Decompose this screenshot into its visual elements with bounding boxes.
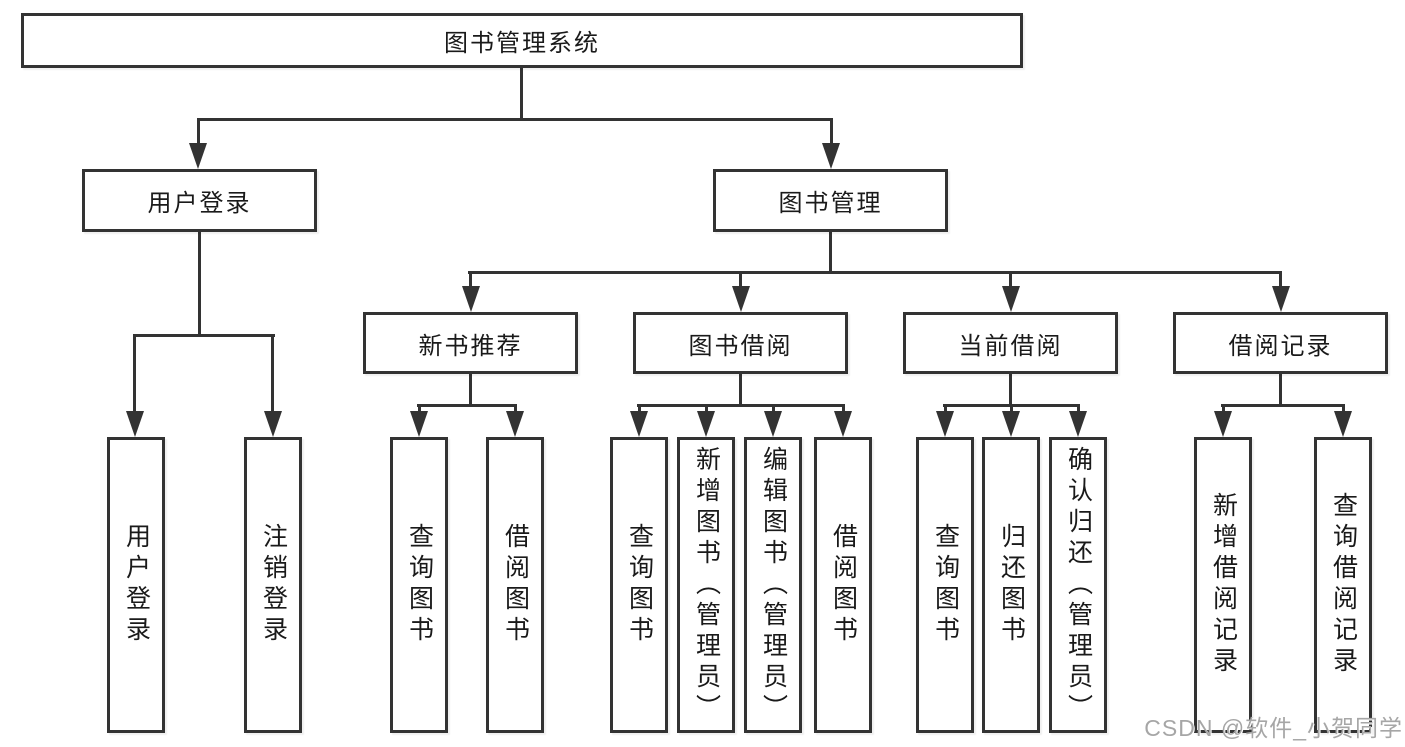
leaf-records-add-record: 新增借阅记录 bbox=[1194, 437, 1252, 733]
arrow-stem bbox=[469, 271, 472, 288]
leaf-current-confirm-return-admin-label: 确认归还（管理员） bbox=[1064, 445, 1093, 725]
node-user-login-label: 用户登录 bbox=[147, 190, 252, 217]
arrow-stem bbox=[1222, 404, 1225, 414]
node-new-book-recommend: 新书推荐 bbox=[363, 312, 578, 374]
leaf-records-query-record-label: 查询借阅记录 bbox=[1329, 492, 1358, 678]
node-root-system: 图书管理系统 bbox=[21, 13, 1023, 68]
connector-line bbox=[1279, 374, 1282, 407]
leaf-borrowing-query-books: 查询图书 bbox=[610, 437, 668, 733]
connector-line bbox=[739, 374, 742, 407]
leaf-newbook-query-books: 查询图书 bbox=[390, 437, 448, 733]
leaf-borrowing-borrow-books: 借阅图书 bbox=[814, 437, 872, 733]
leaf-borrowing-add-books-admin-label: 新增图书（管理员） bbox=[692, 445, 721, 725]
arrowhead-down-icon bbox=[630, 411, 648, 437]
connector-line bbox=[133, 334, 275, 337]
arrow-stem bbox=[1009, 271, 1012, 288]
arrowhead-down-icon bbox=[1272, 286, 1290, 312]
leaf-logout-label: 注销登录 bbox=[259, 523, 288, 647]
arrowhead-down-icon bbox=[126, 411, 144, 437]
connector-line bbox=[829, 232, 832, 274]
arrow-stem bbox=[705, 404, 708, 414]
arrowhead-down-icon bbox=[264, 411, 282, 437]
arrow-stem bbox=[842, 404, 845, 414]
node-root-label: 图书管理系统 bbox=[444, 30, 600, 57]
connector-line bbox=[520, 68, 523, 120]
connector-line bbox=[198, 232, 201, 337]
node-book-borrowing-label: 图书借阅 bbox=[688, 332, 793, 360]
arrowhead-down-icon bbox=[1002, 286, 1020, 312]
node-book-management-label: 图书管理 bbox=[778, 190, 883, 217]
node-new-book-recommend-label: 新书推荐 bbox=[418, 332, 523, 360]
arrow-stem bbox=[944, 404, 947, 414]
arrow-stem bbox=[514, 404, 517, 414]
node-user-login: 用户登录 bbox=[82, 169, 317, 232]
arrow-stem bbox=[1279, 271, 1282, 288]
arrowhead-down-icon bbox=[697, 411, 715, 437]
arrow-stem bbox=[133, 334, 136, 414]
node-book-borrowing: 图书借阅 bbox=[633, 312, 848, 374]
leaf-newbook-borrow-books: 借阅图书 bbox=[486, 437, 544, 733]
csdn-watermark: CSDN @软件_小贺同学 bbox=[1144, 715, 1403, 741]
arrowhead-down-icon bbox=[732, 286, 750, 312]
arrow-stem bbox=[772, 404, 775, 414]
leaf-logout: 注销登录 bbox=[244, 437, 302, 733]
leaf-records-query-record: 查询借阅记录 bbox=[1314, 437, 1372, 733]
arrow-stem bbox=[1077, 404, 1080, 414]
leaf-current-return-books-label: 归还图书 bbox=[997, 523, 1026, 647]
arrowhead-down-icon bbox=[410, 411, 428, 437]
arrowhead-down-icon bbox=[1214, 411, 1232, 437]
leaf-newbook-borrow-books-label: 借阅图书 bbox=[501, 523, 530, 647]
leaf-current-confirm-return-admin: 确认归还（管理员） bbox=[1049, 437, 1107, 733]
arrowhead-down-icon bbox=[936, 411, 954, 437]
arrowhead-down-icon bbox=[506, 411, 524, 437]
arrowhead-down-icon bbox=[189, 143, 207, 169]
leaf-records-add-record-label: 新增借阅记录 bbox=[1209, 492, 1238, 678]
arrowhead-down-icon bbox=[822, 143, 840, 169]
arrow-stem bbox=[1010, 404, 1013, 414]
leaf-current-query-books-label: 查询图书 bbox=[931, 523, 960, 647]
connector-line bbox=[1221, 404, 1345, 407]
node-current-borrowing-label: 当前借阅 bbox=[958, 332, 1063, 360]
leaf-borrowing-edit-books-admin: 编辑图书（管理员） bbox=[744, 437, 802, 733]
leaf-current-query-books: 查询图书 bbox=[916, 437, 974, 733]
node-borrowing-records: 借阅记录 bbox=[1173, 312, 1388, 374]
arrowhead-down-icon bbox=[1069, 411, 1087, 437]
connector-line bbox=[417, 404, 517, 407]
connector-line bbox=[468, 271, 1282, 274]
arrowhead-down-icon bbox=[764, 411, 782, 437]
leaf-borrowing-query-books-label: 查询图书 bbox=[625, 523, 654, 647]
arrowhead-down-icon bbox=[834, 411, 852, 437]
arrowhead-down-icon bbox=[462, 286, 480, 312]
arrowhead-down-icon bbox=[1334, 411, 1352, 437]
leaf-user-login-label: 用户登录 bbox=[122, 523, 151, 647]
leaf-current-return-books: 归还图书 bbox=[982, 437, 1040, 733]
arrow-stem bbox=[739, 271, 742, 288]
arrow-stem bbox=[830, 118, 833, 146]
leaf-user-login: 用户登录 bbox=[107, 437, 165, 733]
arrow-stem bbox=[197, 118, 200, 146]
node-current-borrowing: 当前借阅 bbox=[903, 312, 1118, 374]
node-borrowing-records-label: 借阅记录 bbox=[1228, 332, 1333, 360]
leaf-borrowing-add-books-admin: 新增图书（管理员） bbox=[677, 437, 735, 733]
connector-line bbox=[1009, 374, 1012, 407]
arrow-stem bbox=[1342, 404, 1345, 414]
arrow-stem bbox=[418, 404, 421, 414]
leaf-newbook-query-books-label: 查询图书 bbox=[405, 523, 434, 647]
leaf-borrowing-edit-books-admin-label: 编辑图书（管理员） bbox=[759, 445, 788, 725]
leaf-borrowing-borrow-books-label: 借阅图书 bbox=[829, 523, 858, 647]
arrow-stem bbox=[271, 334, 274, 414]
connector-line bbox=[197, 118, 833, 121]
connector-line bbox=[637, 404, 845, 407]
connector-line bbox=[469, 374, 472, 407]
arrow-stem bbox=[638, 404, 641, 414]
arrowhead-down-icon bbox=[1002, 411, 1020, 437]
node-book-management: 图书管理 bbox=[713, 169, 948, 232]
